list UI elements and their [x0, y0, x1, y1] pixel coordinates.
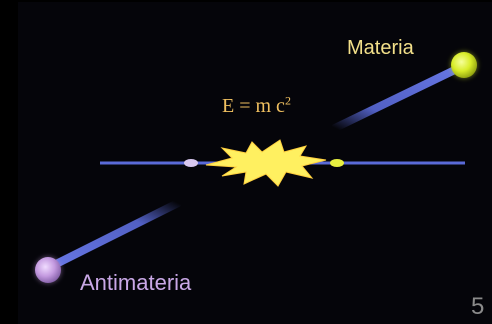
equation-text: E = m c [222, 95, 285, 117]
particle-dot [330, 159, 344, 167]
slide-number: 5 [471, 293, 485, 320]
mass-energy-equation: E = m c2 [222, 94, 291, 118]
equation-exponent: 2 [284, 93, 291, 108]
antiparticle-dot [184, 159, 198, 167]
antimateria-sphere [35, 257, 61, 283]
antimateria-beam [44, 199, 182, 272]
energy-flash-burst [205, 139, 327, 187]
materia-sphere [451, 52, 477, 78]
antimateria-label: Antimateria [80, 270, 192, 295]
materia-beam [331, 62, 467, 132]
materia-label: Materia [347, 37, 414, 59]
